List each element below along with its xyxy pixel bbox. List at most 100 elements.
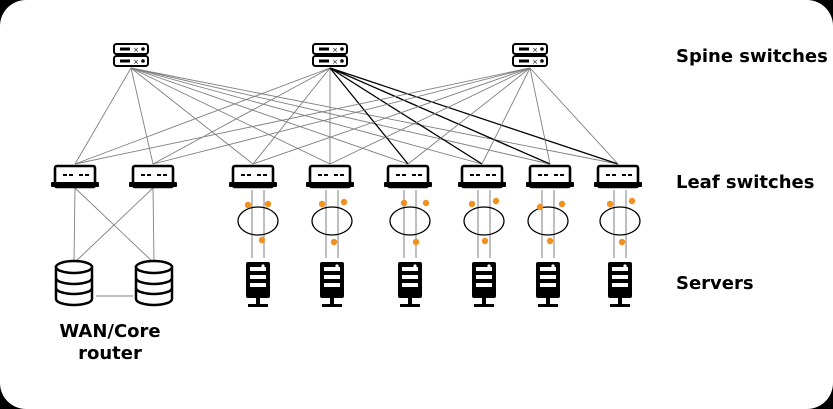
orange-dot (400, 199, 408, 207)
link-spine2-leaf8 (329, 67, 619, 165)
router-band (134, 277, 174, 286)
link-spine3-leaf4 (329, 67, 531, 165)
link-spine2-leaf6 (329, 67, 483, 165)
orange-dot (618, 238, 626, 246)
router-links (73, 187, 155, 297)
leaf-port (628, 174, 632, 176)
servers-label: Servers (676, 273, 754, 294)
server-led (551, 264, 555, 268)
orange-dot (468, 200, 476, 208)
link-spine2-leaf2 (152, 67, 331, 165)
leaf-port (141, 174, 145, 176)
spine-unit (312, 55, 348, 67)
leaf-base (129, 182, 177, 187)
server-slot (476, 283, 492, 287)
server-slot (540, 283, 556, 287)
server-1 (246, 262, 270, 307)
leaf-switch-8 (594, 164, 642, 189)
leaf-port (418, 174, 422, 176)
router-band (134, 287, 174, 296)
router-link-1 (73, 187, 76, 264)
router-label-line2: router (78, 343, 142, 364)
port-x: × (133, 46, 139, 54)
orange-dot (606, 200, 614, 208)
port-x: × (532, 46, 538, 54)
status-led (141, 47, 145, 51)
server-led (623, 264, 627, 268)
leaf-port (396, 174, 400, 176)
lag-ellipse (599, 206, 641, 236)
link-spine2-leaf3 (252, 67, 331, 165)
leaf-port (163, 174, 167, 176)
link-spine1-leaf5 (130, 67, 409, 165)
leaf-port (470, 174, 474, 176)
wan-router-1 (54, 259, 94, 307)
port-strip (519, 47, 529, 51)
leaf-port (402, 174, 406, 176)
link-spine1-leaf1 (74, 67, 132, 165)
spine-switches-label: Spine switches (676, 46, 828, 67)
router-label-line1: WAN/Core (59, 321, 161, 342)
orange-dot (330, 238, 338, 246)
server-6 (608, 262, 632, 307)
server-base (610, 304, 630, 307)
port-strip (120, 59, 130, 63)
router-link-2 (74, 187, 155, 264)
server-slot (612, 267, 628, 271)
port-strip (519, 59, 529, 63)
orange-dot (318, 200, 326, 208)
leaf-port (147, 174, 151, 176)
spine-unit (512, 55, 548, 67)
spine-switch-1: ×× (113, 43, 149, 67)
leaf-switch-5 (384, 164, 432, 189)
server-led (335, 264, 339, 268)
server-base (538, 304, 558, 307)
leaf-port (412, 174, 416, 176)
port-x: × (532, 58, 538, 66)
link-spine3-leaf8 (529, 67, 619, 165)
leaf-port (241, 174, 245, 176)
server-slot (402, 275, 418, 279)
server-slot (612, 275, 628, 279)
leaf-switch-2 (129, 164, 177, 189)
link-spine3-leaf7 (529, 67, 551, 165)
leaf-port (538, 174, 542, 176)
spine-leaf-links (74, 67, 619, 165)
orange-dot (628, 197, 636, 205)
leaf-port (340, 174, 344, 176)
leaf-server-bundle-5 (527, 190, 569, 258)
server-stand (482, 298, 486, 304)
leaf-base (306, 182, 354, 187)
port-strip (319, 47, 329, 51)
spine-switch-2: ×× (312, 43, 348, 67)
leaf-port (79, 174, 83, 176)
server-2 (320, 262, 344, 307)
link-spine3-leaf5 (407, 67, 531, 165)
server-slot (540, 267, 556, 271)
link-spine1-leaf8 (130, 67, 619, 165)
server-slot (250, 275, 266, 279)
server-slot (402, 267, 418, 271)
server-slot (612, 283, 628, 287)
server-slot (476, 275, 492, 279)
lag-ellipse (389, 206, 431, 236)
spine-unit (113, 43, 149, 55)
orange-dot (258, 236, 266, 244)
leaf-switch-1 (51, 164, 99, 189)
leaf-switch-7 (526, 164, 574, 189)
server-slot (324, 267, 340, 271)
leaf-port (622, 174, 626, 176)
orange-dot (481, 237, 489, 245)
port-strip (120, 47, 130, 51)
leaf-port (85, 174, 89, 176)
leaf-server-bundle-3 (389, 190, 431, 258)
leaf-switch-3 (229, 164, 277, 189)
link-spine3-leaf6 (481, 67, 531, 165)
leaf-switch-6 (458, 164, 506, 189)
orange-dot (546, 237, 554, 245)
router-body (134, 265, 174, 307)
server-stand (408, 298, 412, 304)
router-link-4 (152, 187, 155, 264)
orange-dot (558, 200, 566, 208)
leaf-switches-label: Leaf switches (676, 172, 815, 193)
